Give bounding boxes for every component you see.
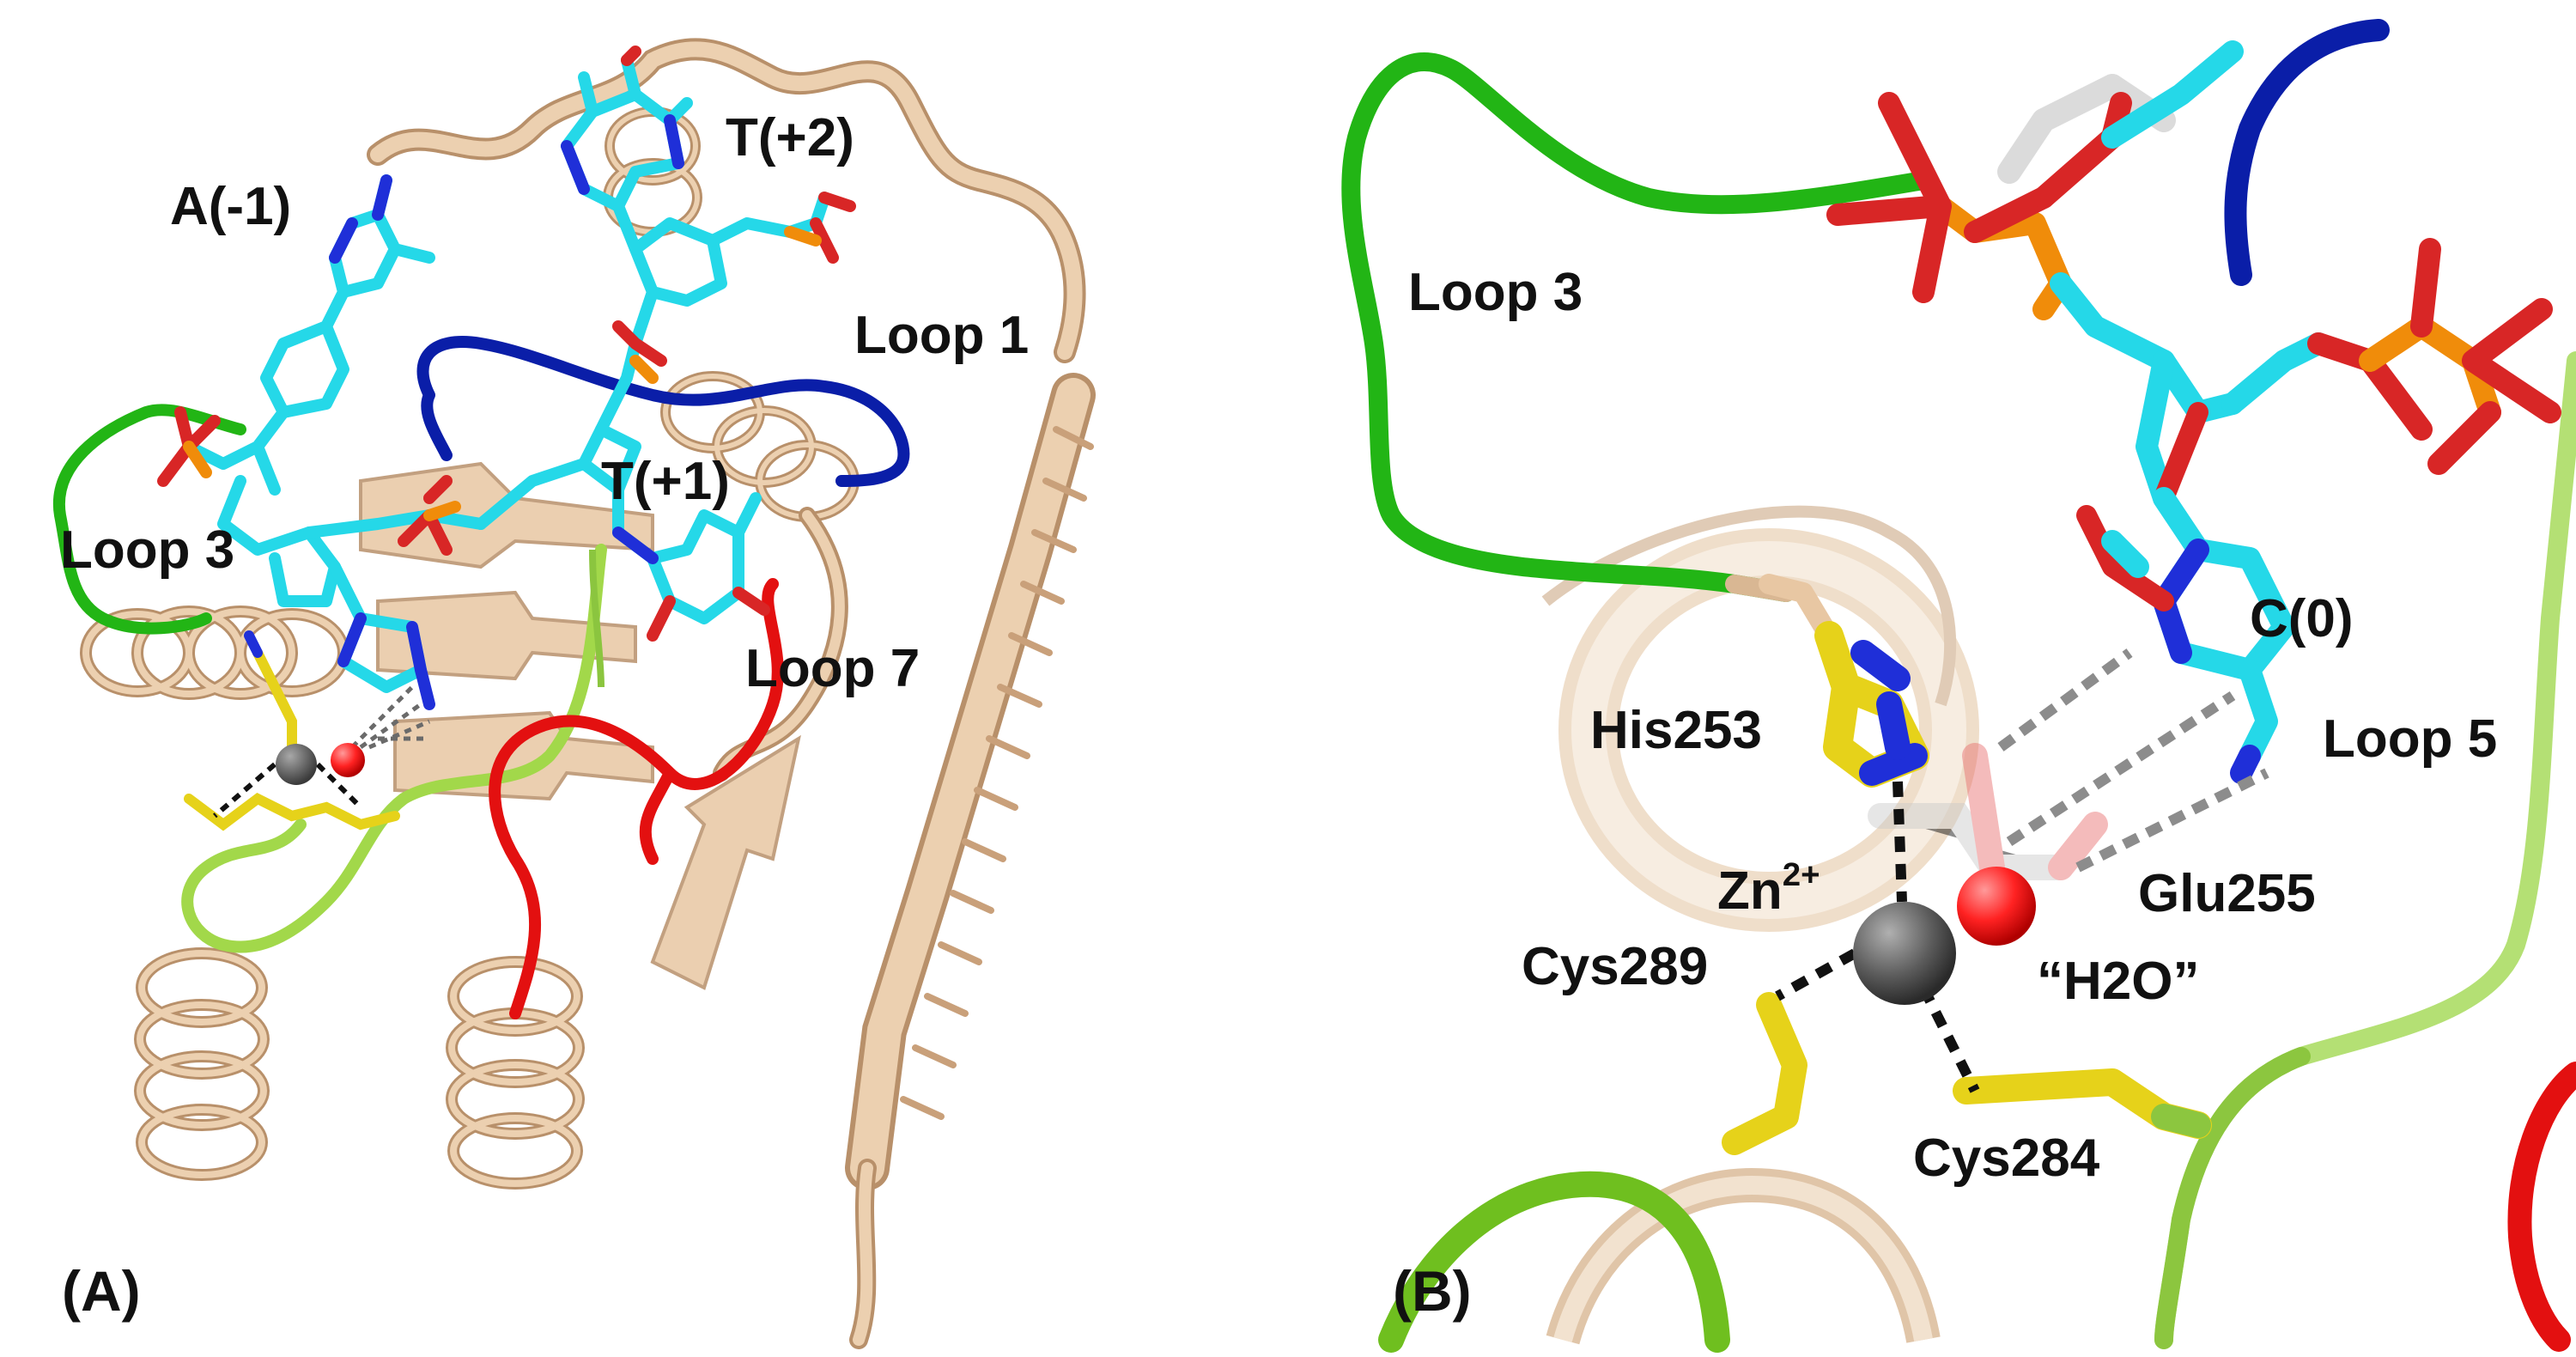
dna-sticks-b — [1826, 40, 2561, 784]
label-loop1: Loop 1 — [854, 306, 1030, 365]
label-zinc: Zn2+ — [1717, 856, 1820, 921]
panel-b — [1341, 19, 2576, 1353]
water-molecule-a — [331, 743, 365, 777]
label-glu255: Glu255 — [2138, 864, 2316, 923]
loop1-ribbon-b — [2224, 19, 2390, 286]
label-zinc-charge: 2+ — [1782, 856, 1820, 893]
label-cys284: Cys284 — [1913, 1129, 2100, 1188]
label-c0: C(0) — [2250, 589, 2354, 648]
label-loop7: Loop 7 — [745, 639, 920, 698]
label-loop5: Loop 5 — [2323, 709, 2498, 769]
label-zinc-base: Zn — [1717, 861, 1783, 921]
zinc-ion-b — [1853, 902, 1956, 1005]
his253-sidechain — [1759, 574, 1929, 788]
glu255-sidechain — [1868, 743, 2108, 880]
zinc-ion-a — [276, 744, 317, 785]
zinc-coordination-b — [1775, 781, 1980, 1093]
protein-helix-b-bottom — [1546, 1167, 1941, 1345]
loop5-ribbon-a — [181, 544, 607, 953]
protein-ribbon-a — [80, 38, 1096, 1349]
zinc-site-a — [184, 630, 400, 831]
loop3-ribbon-a — [52, 404, 246, 635]
dna-sticks-a — [157, 46, 856, 710]
label-loop3-a: Loop 3 — [60, 520, 235, 580]
loop3-ribbon-b — [1341, 52, 1933, 602]
loop7-ribbon-b — [2507, 1062, 2576, 1352]
loop7-ribbon — [489, 578, 784, 1019]
panel-a-label: (A) — [62, 1259, 141, 1323]
label-his253: His253 — [1590, 701, 1762, 760]
cys289-sidechain — [1722, 992, 1807, 1155]
label-water: “H2O” — [2037, 952, 2200, 1011]
label-a-minus1: A(-1) — [170, 177, 292, 236]
protein-helix-b — [1541, 505, 1979, 932]
label-loop3-b: Loop 3 — [1408, 263, 1583, 322]
loop1-ribbon — [416, 336, 910, 487]
panel-b-label: (B) — [1393, 1259, 1472, 1323]
label-cys289: Cys289 — [1522, 937, 1709, 996]
hbonds-b — [1997, 648, 2269, 873]
label-t-plus1: T(+1) — [601, 452, 730, 511]
hbonds-a — [350, 685, 430, 750]
loop-ribbon-b-bottom — [1378, 1171, 1730, 1353]
water-molecule-b — [1957, 867, 2036, 946]
label-t-plus2: T(+2) — [726, 108, 854, 167]
panel-a — [52, 38, 1096, 1349]
